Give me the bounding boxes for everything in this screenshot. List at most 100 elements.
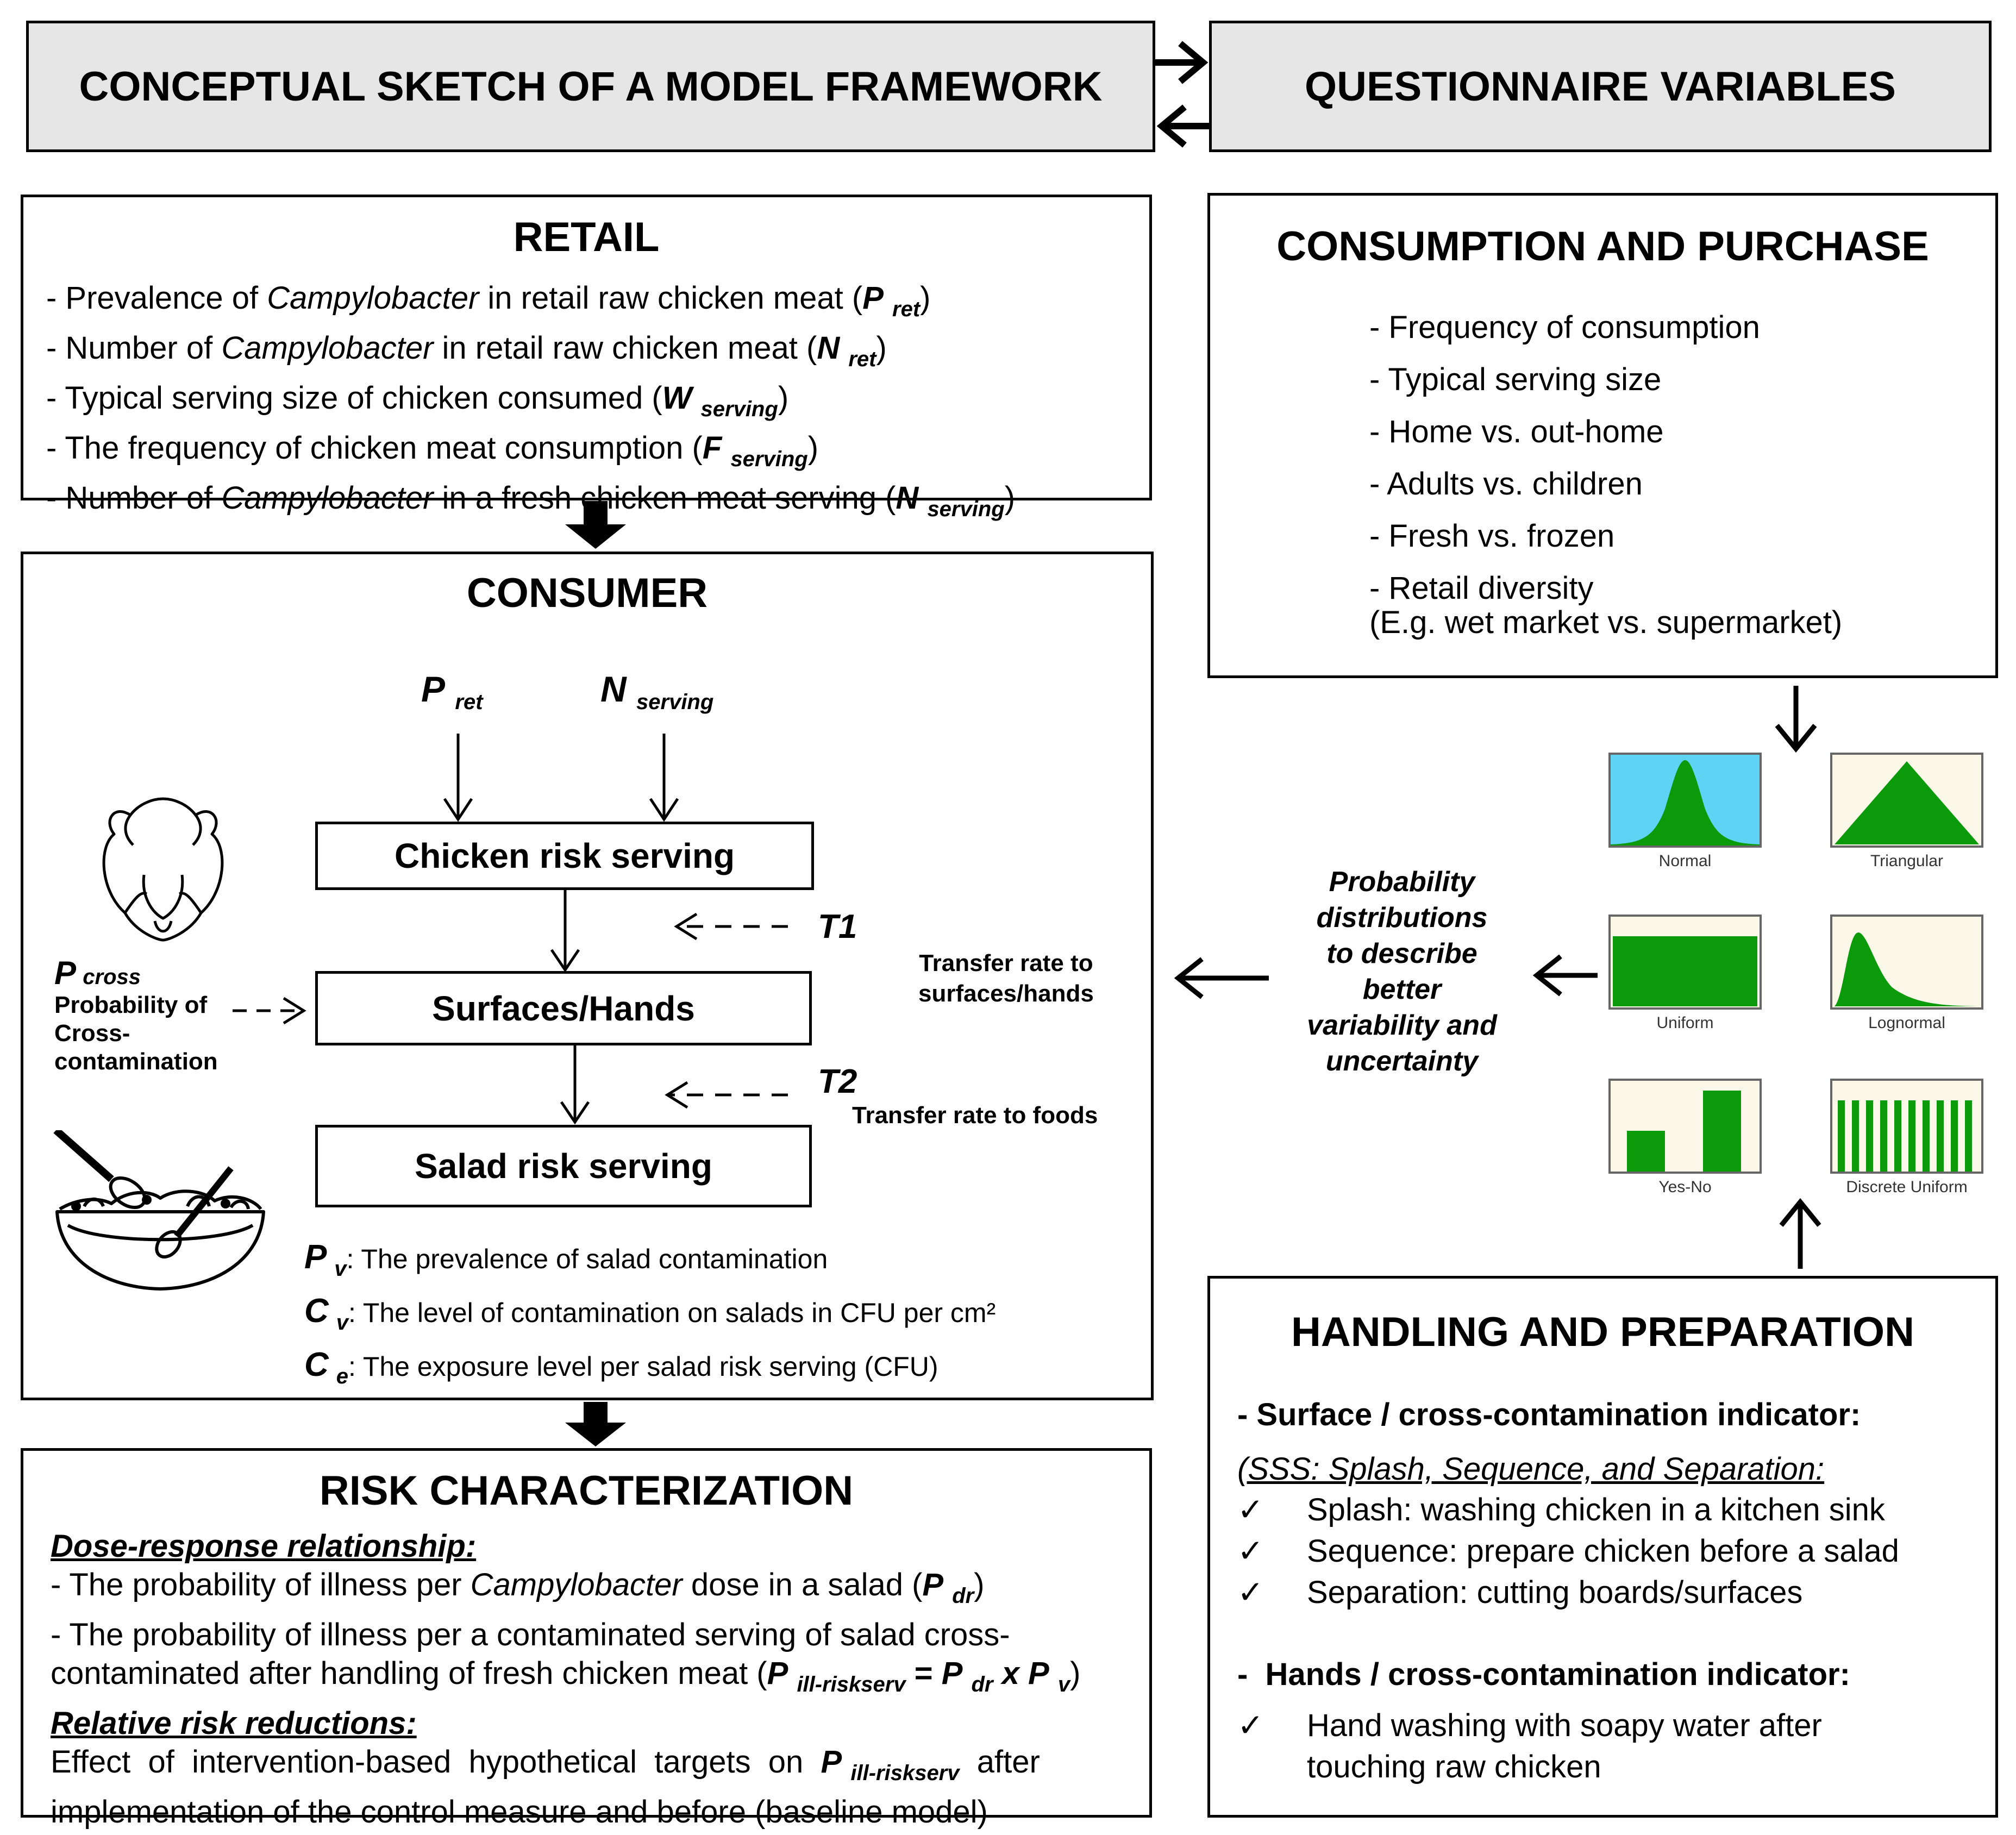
normal-label: Normal xyxy=(1658,852,1712,870)
hands-checklist: ✓Hand washing with soapy water after tou… xyxy=(1237,1705,1822,1788)
discrete-uniform-bar xyxy=(1951,1100,1958,1172)
salad-risk-serving-box: Salad risk serving xyxy=(315,1125,812,1207)
normal-curve xyxy=(1611,755,1760,846)
discrete-uniform-bar xyxy=(1838,1100,1845,1172)
discrete-uniform-bar xyxy=(1937,1100,1944,1172)
surface-indicator-heading: - Surface / cross-contamination indicato… xyxy=(1237,1397,1861,1432)
t2-note: Transfer rate to foods xyxy=(852,1102,1098,1129)
lognormal-label: Lognormal xyxy=(1868,1014,1945,1032)
consumption-item: - Frequency of consumption xyxy=(1369,310,1760,345)
handling-preparation-box: HANDLING AND PREPARATION - Surface / cro… xyxy=(1207,1276,1998,1818)
model-framework-header: CONCEPTUAL SKETCH OF A MODEL FRAMEWORK xyxy=(26,21,1155,152)
sss-checklist: ✓Splash: washing chicken in a kitchen si… xyxy=(1237,1489,1899,1613)
model-framework-title: CONCEPTUAL SKETCH OF A MODEL FRAMEWORK xyxy=(79,63,1103,110)
discrete-uniform-label: Discrete Uniform xyxy=(1846,1178,1968,1196)
discrete-uniform-bar xyxy=(1923,1100,1930,1172)
check-icon: ✓ xyxy=(1237,1708,1264,1743)
risk-content: Dose-response relationship: - The probab… xyxy=(51,1527,1080,1831)
check-icon: ✓ xyxy=(1237,1533,1264,1569)
consumption-item: - Fresh vs. frozen xyxy=(1369,518,1615,554)
dose-response-heading: Dose-response relationship: xyxy=(51,1529,477,1564)
triangular-distribution-icon xyxy=(1830,753,1983,848)
checklist-item: ✓Hand washing with soapy water after xyxy=(1237,1705,1822,1746)
input-pret: P ret xyxy=(421,669,483,714)
yes-no-label: Yes-No xyxy=(1658,1178,1712,1196)
t2-label: T2 xyxy=(818,1063,857,1100)
uniform-distribution-icon xyxy=(1608,915,1762,1010)
retail-list: - Prevalence of Campylobacter in retail … xyxy=(46,279,1015,529)
dose-response-item: - The probability of illness per Campylo… xyxy=(51,1567,985,1608)
definition-pv: P v: The prevalence of salad contaminati… xyxy=(304,1238,828,1281)
lognormal-distribution-icon xyxy=(1830,915,1983,1010)
consumer-to-risk-arrow xyxy=(565,1402,626,1446)
checklist-item-cont: touching raw chicken xyxy=(1307,1749,1601,1784)
consumption-item: - Retail diversity xyxy=(1369,571,1594,606)
consumption-purchase-box: CONSUMPTION AND PURCHASE - Frequency of … xyxy=(1207,193,1998,678)
consumer-box: CONSUMER xyxy=(21,552,1154,1400)
discrete-uniform-bar xyxy=(1866,1100,1873,1172)
consumption-item: - Home vs. out-home xyxy=(1369,414,1664,449)
t1-label: T1 xyxy=(818,908,857,945)
yes-no-bars xyxy=(1627,1091,1741,1172)
discrete-uniform-distribution-icon xyxy=(1830,1079,1983,1174)
questionnaire-header: QUESTIONNAIRE VARIABLES xyxy=(1209,21,1992,152)
consumption-item: - Adults vs. children xyxy=(1369,466,1643,502)
relative-risk-heading: Relative risk reductions: xyxy=(51,1706,417,1741)
retail-title: RETAIL xyxy=(513,214,660,260)
discrete-uniform-bar xyxy=(1965,1100,1972,1172)
consumer-title: CONSUMER xyxy=(466,570,708,616)
definition-cv: C v: The level of contamination on salad… xyxy=(304,1292,996,1335)
salad-bowl-icon xyxy=(53,1130,265,1291)
distributions-caption: Probability distributions to describe be… xyxy=(1307,866,1497,1077)
surfaces-hands-box: Surfaces/Hands xyxy=(315,971,812,1045)
retail-box: RETAIL - Prevalence of Campylobacter in … xyxy=(21,195,1152,521)
consumer-definitions: P v: The prevalence of salad contaminati… xyxy=(304,1236,996,1398)
checklist-item: ✓Separation: cutting boards/surfaces xyxy=(1237,1572,1899,1613)
risk-characterization-box: RISK CHARACTERIZATION Dose-response rela… xyxy=(21,1448,1152,1830)
handling-title: HANDLING AND PREPARATION xyxy=(1291,1309,1914,1355)
sss-line: (SSS: Splash, Sequence, and Separation: xyxy=(1237,1451,1825,1487)
header-left-arrow xyxy=(1156,104,1209,148)
yes-no-distribution-icon xyxy=(1608,1079,1762,1174)
consumption-example: (E.g. wet market vs. supermarket) xyxy=(1369,605,1843,640)
input-nserving: N serving xyxy=(600,669,714,714)
triangular-label: Triangular xyxy=(1870,852,1943,870)
checklist-item: ✓Splash: washing chicken in a kitchen si… xyxy=(1237,1489,1899,1531)
chicken-risk-serving-box: Chicken risk serving xyxy=(315,822,814,890)
header-right-arrow xyxy=(1155,41,1209,84)
normal-distribution-icon xyxy=(1608,753,1762,848)
hands-indicator-heading: - Hands / cross-contamination indicator: xyxy=(1237,1657,1850,1692)
consumption-to-distributions-arrow xyxy=(1775,686,1817,753)
pcross-label: P cross Probability of Cross- contaminat… xyxy=(54,955,218,1075)
uniform-shape xyxy=(1613,936,1757,1006)
definition-ce: C e: The exposure level per salad risk s… xyxy=(304,1346,938,1388)
lognormal-curve xyxy=(1835,932,1979,1006)
uniform-label: Uniform xyxy=(1656,1014,1714,1032)
check-icon: ✓ xyxy=(1237,1492,1264,1527)
retail-item: - Prevalence of Campylobacter in retail … xyxy=(46,280,931,321)
retail-item: - Number of Campylobacter in a fresh chi… xyxy=(46,480,1016,521)
relative-risk-line: Effect of intervention-based hypothetica… xyxy=(51,1744,1040,1785)
discrete-uniform-bar xyxy=(1894,1100,1901,1172)
discrete-uniform-bars xyxy=(1838,1100,1972,1172)
check-icon: ✓ xyxy=(1237,1575,1264,1610)
consumption-item: - Typical serving size xyxy=(1369,362,1662,397)
questionnaire-title: QUESTIONNAIRE VARIABLES xyxy=(1304,63,1896,110)
retail-item: - The frequency of chicken meat consumpt… xyxy=(46,430,819,471)
retail-item: - Number of Campylobacter in retail raw … xyxy=(46,330,887,371)
distributions-to-caption-arrow xyxy=(1532,954,1598,997)
dose-response-item: - The probability of illness per a conta… xyxy=(51,1617,1010,1652)
dose-response-item-cont: contaminated after handling of fresh chi… xyxy=(51,1656,1081,1696)
discrete-uniform-bar xyxy=(1908,1100,1915,1172)
risk-title: RISK CHARACTERIZATION xyxy=(319,1468,854,1514)
discrete-uniform-bar xyxy=(1880,1100,1887,1172)
handling-to-distributions-arrow xyxy=(1779,1198,1821,1269)
discrete-uniform-bar xyxy=(1852,1100,1859,1172)
retail-item: - Typical serving size of chicken consum… xyxy=(46,380,789,421)
relative-risk-line: implementation of the control measure an… xyxy=(51,1794,988,1830)
consumption-list: - Frequency of consumption - Typical ser… xyxy=(1369,302,1760,615)
caption-to-consumer-arrow xyxy=(1174,957,1269,999)
raw-chicken-icon xyxy=(102,797,224,942)
triangular-shape xyxy=(1835,761,1979,844)
t1-note: Transfer rate to surfaces/hands xyxy=(918,950,1094,1007)
